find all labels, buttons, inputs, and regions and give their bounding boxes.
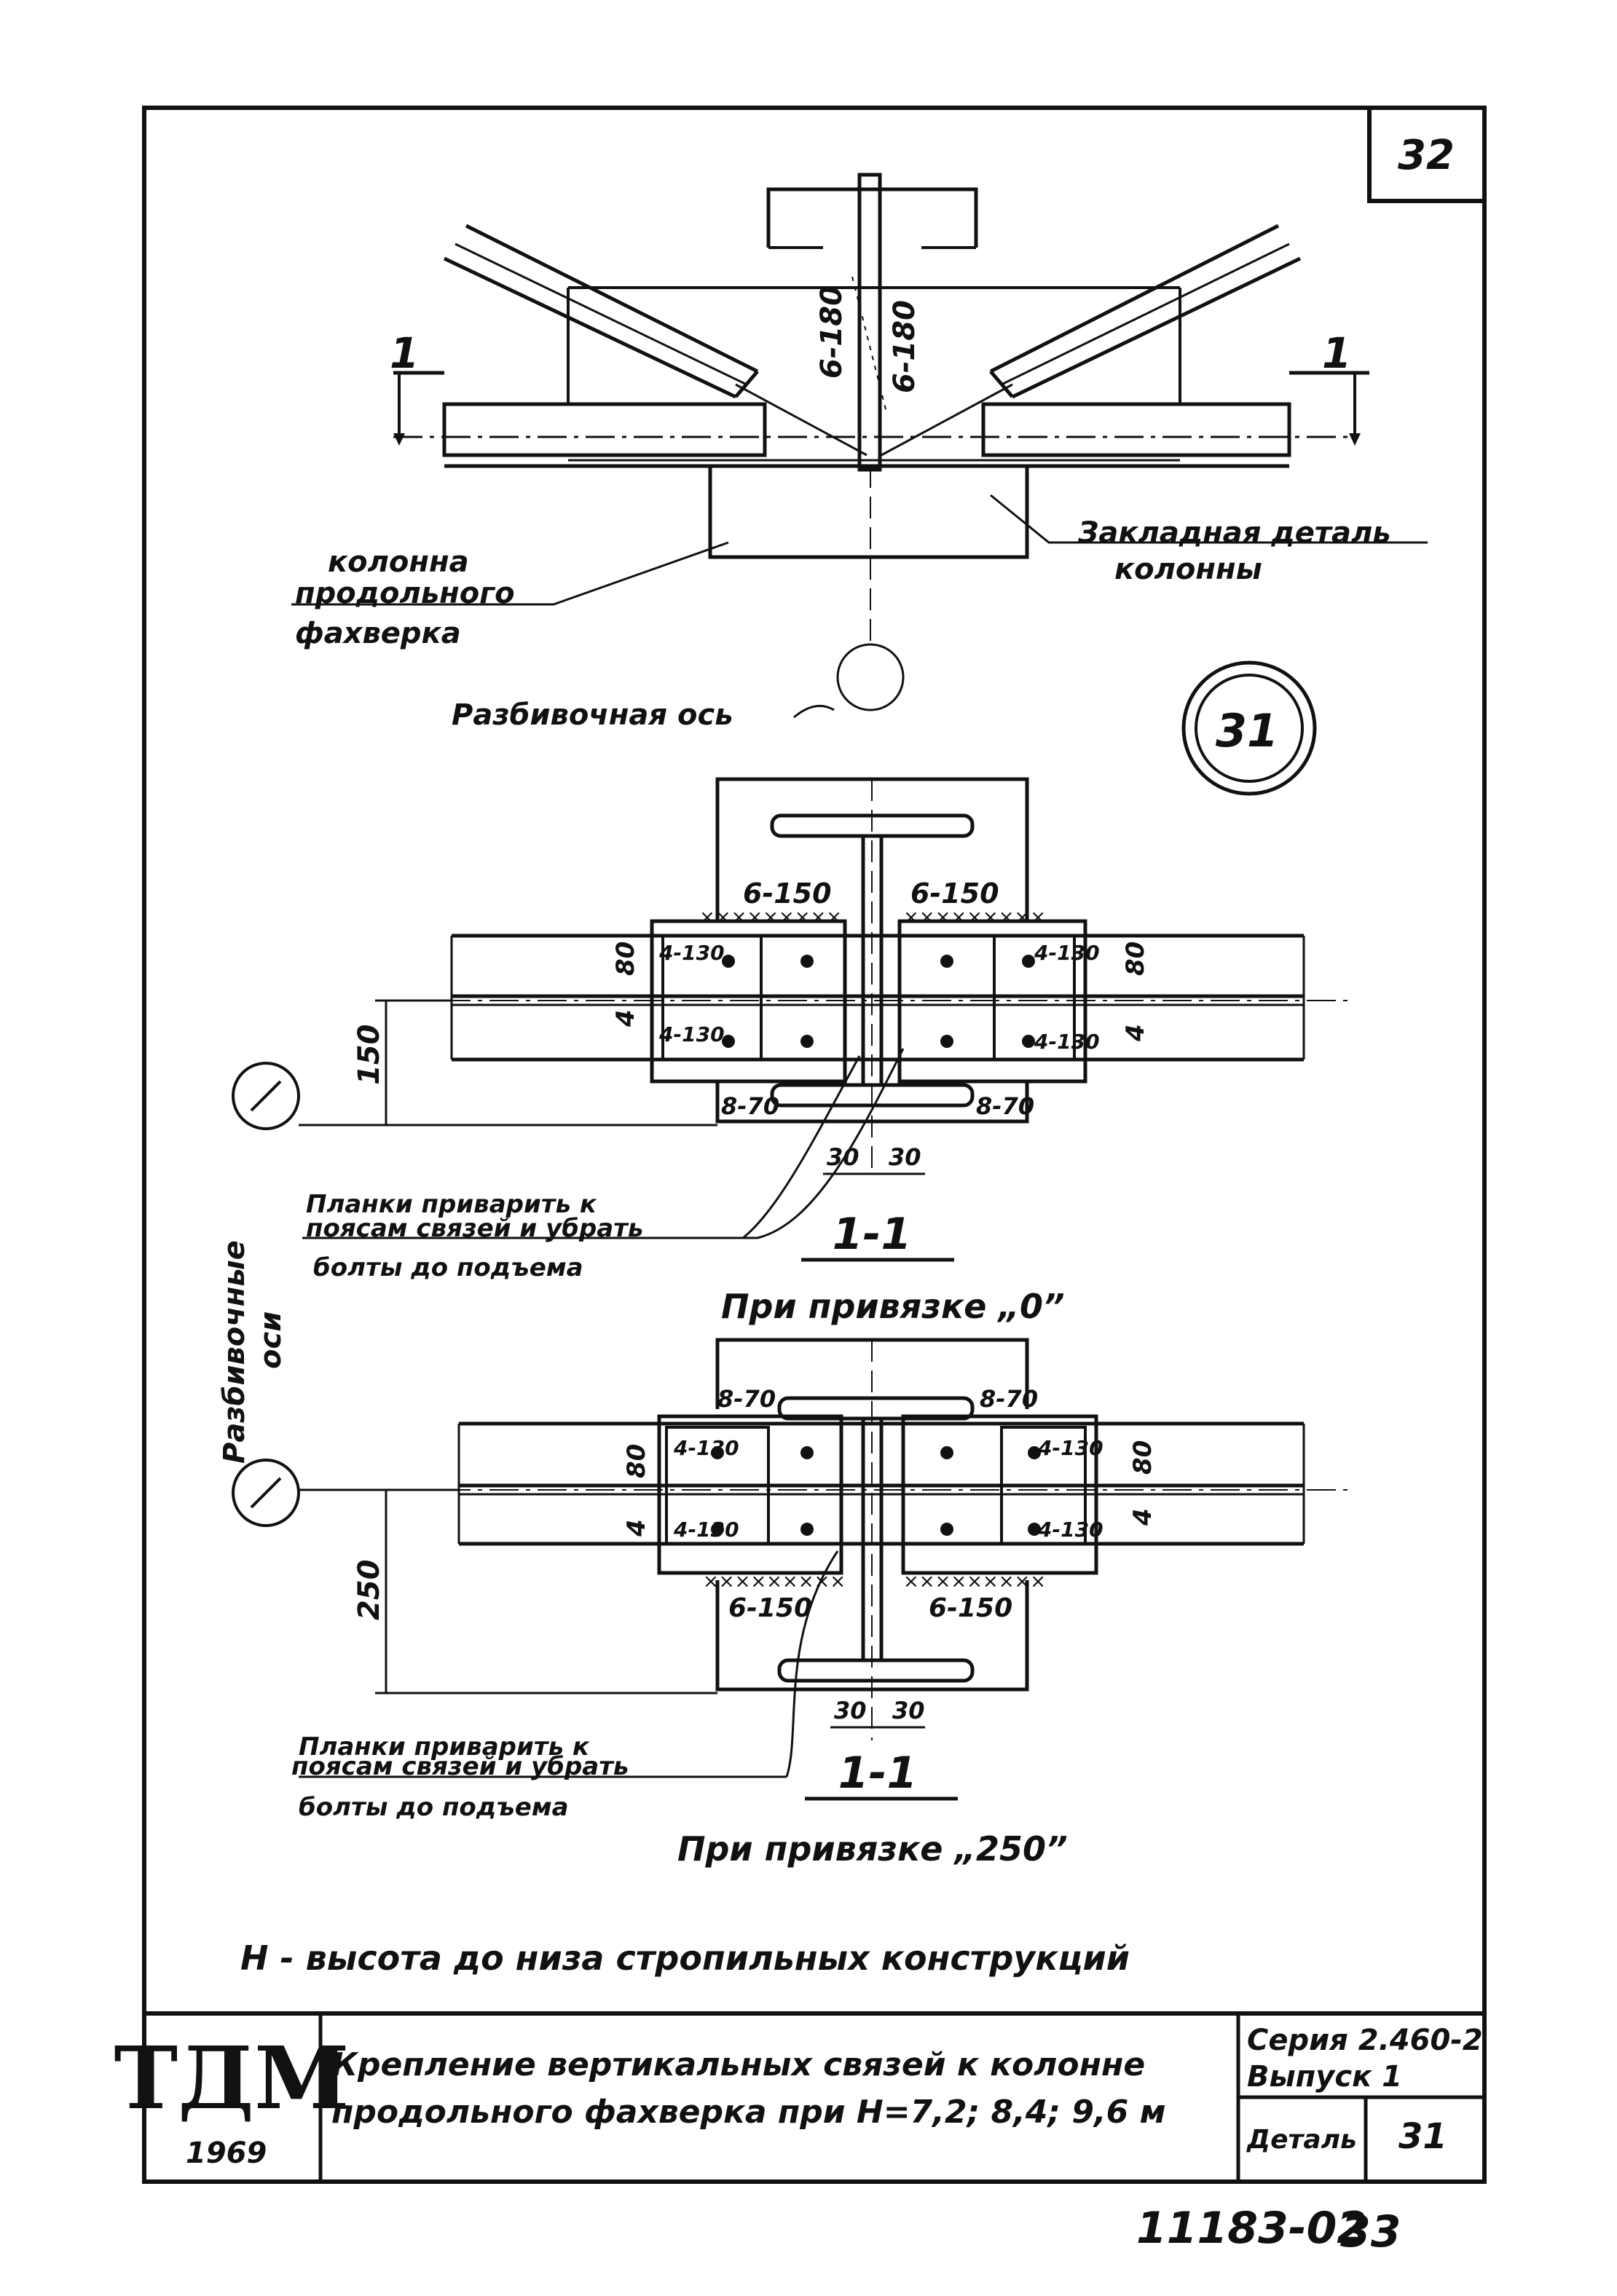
top-view: 1 1 6-180 6-180 колонна продольного фахв… [291,173,1428,732]
doc-code: 11183-02 [1136,2203,1367,2254]
s250-caption: При привязке „250” [677,1829,1068,1869]
s0-dim-80-left: 80 [611,942,640,976]
s0-note-line3: болты до подъема [313,1253,583,1282]
s250-bolts-ll: 4-130 [673,1518,739,1542]
column-label-line2: продольного [295,577,515,610]
weld-marks-left: ××××××××× [699,907,842,928]
s250-dim-4-left: 4 [622,1519,651,1537]
top-weld-right: 6-180 [888,300,921,393]
s0-weld-br: 8-70 [976,1092,1034,1120]
s0-bolts-ul: 4-130 [658,941,725,965]
s250-note-line3: болты до подъема [299,1793,569,1822]
s250-note-line1: Планки приварить к [299,1732,590,1762]
weld-marks-left-2: ××××××××× [703,1571,846,1593]
detail-callout-number: 31 [1216,704,1278,757]
sheet-number-box [1367,106,1487,203]
embedded-part-line1: Закладная деталь [1077,516,1391,550]
s250-bolts-ul: 4-130 [673,1436,739,1460]
s0-weld-left: 6-150 [743,877,832,910]
year: 1969 [186,2137,267,2170]
detail-number: 31 [1398,2116,1447,2157]
section-0: ××××××××× ××××××××× 6-150 6-150 4-130 4-… [302,777,1355,1326]
s0-weld-bl: 8-70 [721,1092,779,1120]
s250-weld-bl: 6-150 [728,1593,812,1623]
s250-weld-br: 6-150 [929,1593,1012,1623]
s0-bolts-ll: 4-130 [658,1022,725,1046]
section-mark-right: 1 [1322,328,1351,378]
section-mark-left: 1 [390,328,419,378]
s0-section-title: 1-1 [833,1209,911,1260]
s0-dim-4-right: 4 [1121,1024,1150,1042]
s250-section-title: 1-1 [838,1748,917,1799]
s0-bolts-lr: 4-130 [1034,1030,1100,1054]
s250-note-line2: поясам связей и убрать [291,1752,629,1781]
axes-vertical-label-line1: Разбивочные [218,1240,251,1464]
s250-dim-4-right: 4 [1128,1508,1157,1526]
s0-dim-4-left: 4 [611,1009,640,1027]
detail-label: Деталь [1246,2125,1357,2155]
s250-dim-30-left: 30 [834,1697,867,1724]
logo: ТДМ [114,2027,349,2129]
weld-marks-right-2: ××××××××× [903,1571,1046,1593]
weld-marks-right: ××××××××× [903,907,1046,928]
sheet-frame [142,106,1487,2184]
title-line2: продольного фахверка при H=7,2; 8,4; 9,6… [331,2094,1166,2131]
s0-dim-30-left: 30 [827,1143,859,1171]
s250-dim-80-right: 80 [1128,1440,1157,1475]
detail-callout-outer [1181,660,1317,796]
s250-weld-tr: 8-70 [980,1385,1038,1413]
s0-bolts-ur: 4-130 [1034,941,1100,965]
s0-weld-right: 6-150 [910,877,999,910]
axes-markers: Разбивочные оси [218,1062,386,1527]
footnote: H - высота до низа стропильных конструкц… [240,1938,1130,1978]
axis-label-top: Разбивочная ось [452,698,733,732]
column-label-line1: колонна [328,545,469,579]
s0-dim-80-right: 80 [1121,942,1150,976]
top-weld-left: 6-180 [815,285,849,379]
embedded-part-line2: колонны [1114,553,1262,586]
s250-bolts-ur: 4-130 [1037,1436,1103,1460]
s250-dim-offset: 250 [353,1560,386,1621]
column-label-line3: фахверка [295,617,461,650]
title-line1: Крепление вертикальных связей к колонне [331,2046,1145,2083]
s0-caption: При привязке „0” [721,1287,1065,1326]
page-number: 33 [1340,2206,1401,2257]
s250-dim-80-left: 80 [622,1444,651,1478]
s0-dim-30-right: 30 [889,1143,921,1171]
title-block: ТДМ 1969 Крепление вертикальных связей к… [114,2011,1484,2182]
s0-note-line2: поясам связей и убрать [306,1214,643,1243]
series: Серия 2.460-2 [1247,2024,1483,2057]
section-250: ××××××××× ××××××××× 8-70 8-70 4-130 4-13… [291,1338,1355,1869]
detail-callout-inner [1195,674,1304,783]
s250-weld-tl: 8-70 [717,1385,776,1413]
s250-dim-30-right: 30 [892,1697,925,1724]
s250-bolts-lr: 4-130 [1037,1518,1103,1542]
s0-dim-offset: 150 [353,1025,386,1086]
issue: Выпуск 1 [1247,2060,1402,2094]
sheet-number: 32 [1398,132,1455,179]
s0-note-line1: Планки приварить к [306,1190,597,1219]
axes-vertical-label-line2: оси [254,1311,288,1369]
